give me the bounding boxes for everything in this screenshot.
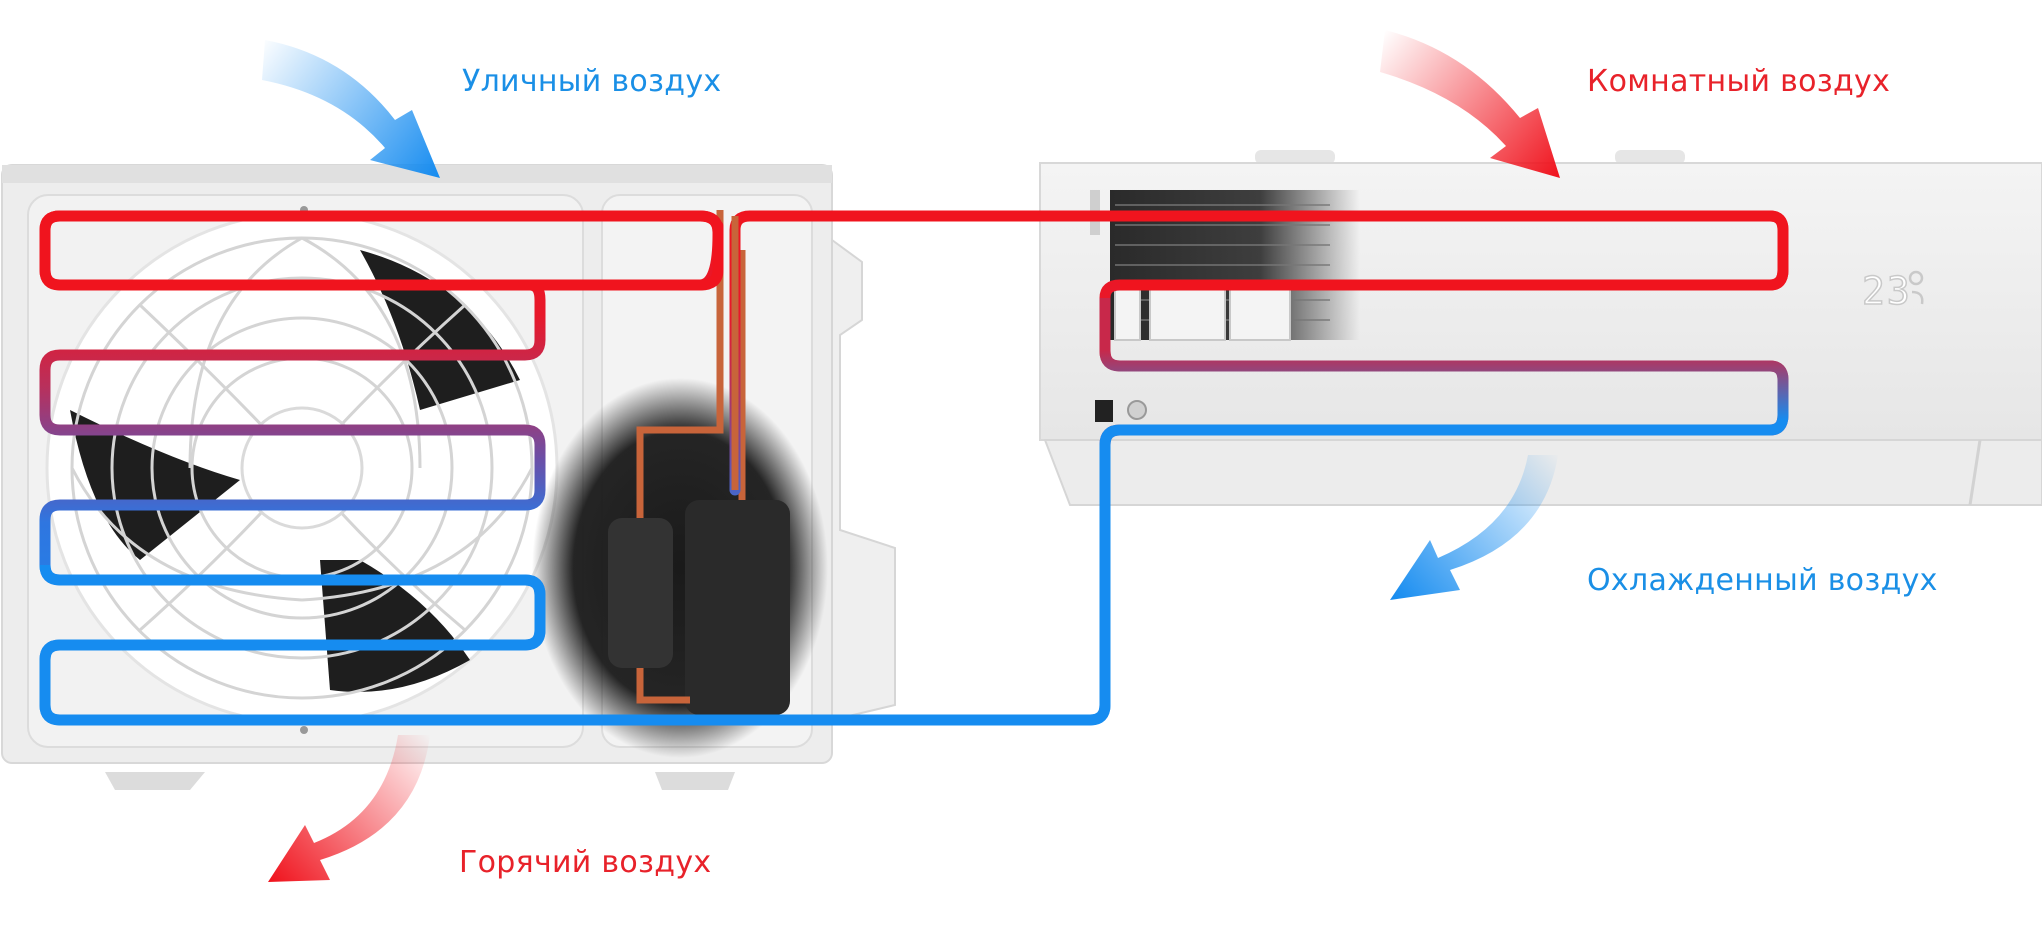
label-outdoor-air: Уличный воздух (462, 64, 722, 99)
label-hot-air: Горячий воздух (459, 845, 712, 880)
label-room-air: Комнатный воздух (1587, 64, 1891, 99)
fan-icon (45, 211, 559, 725)
arrow-cooled-air-icon (1390, 455, 1558, 600)
arrow-room-air-icon (1380, 30, 1560, 178)
outdoor-unit (1, 164, 896, 790)
arrow-hot-air-icon (268, 735, 430, 882)
display-value: 23 (1862, 269, 1912, 313)
indoor-unit: 23 (1039, 150, 2042, 506)
temperature-display: 23 (1861, 268, 1924, 314)
refrigerant-loop-highlights (39, 210, 1789, 726)
label-cooled-air: Охлажденный воздух (1587, 563, 1938, 598)
arrow-outdoor-air-icon (262, 40, 440, 178)
compressor-icon (532, 210, 828, 758)
